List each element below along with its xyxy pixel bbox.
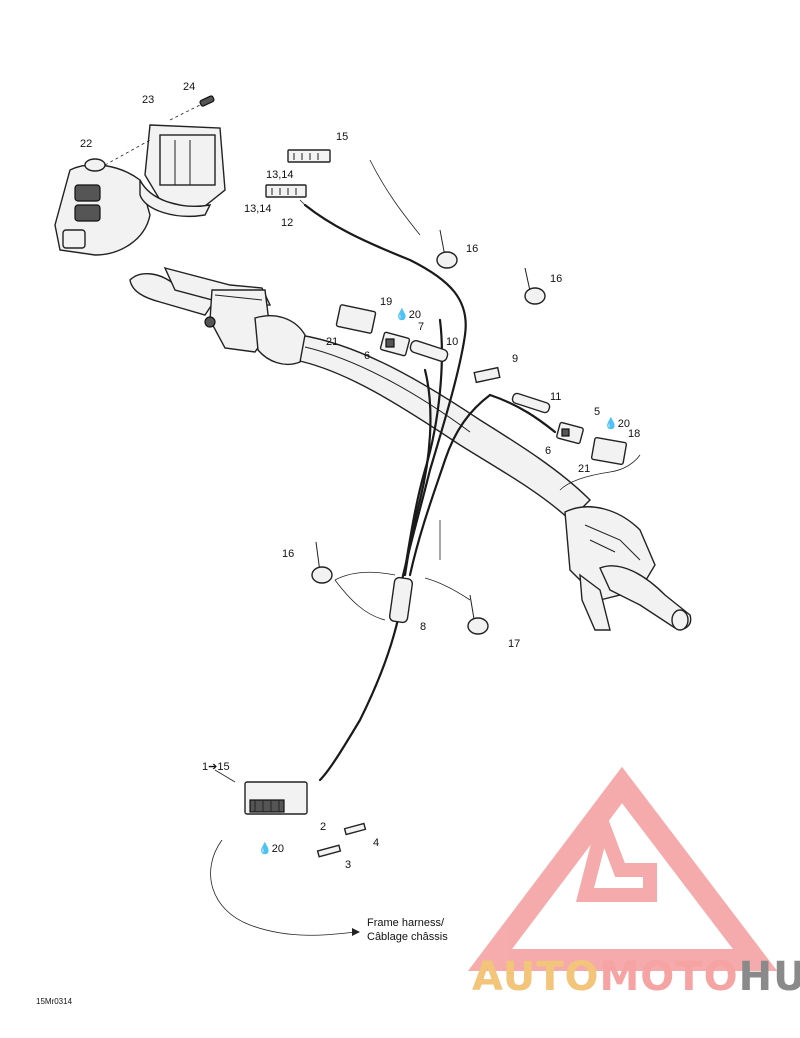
callout-16-a: 16 xyxy=(466,243,478,255)
callout-21-a: 21 xyxy=(326,336,338,348)
connector-7 xyxy=(379,331,411,357)
cable-tie-17 xyxy=(467,594,489,635)
callout-15: 15 xyxy=(336,131,348,143)
right-grip-assembly xyxy=(564,506,692,631)
sleeve-8 xyxy=(388,576,414,624)
callout-5: 5 xyxy=(594,406,600,418)
terminal-3 xyxy=(316,844,342,858)
callout-9: 9 xyxy=(512,353,518,365)
watermark-logo xyxy=(467,766,778,971)
callout-17: 17 xyxy=(508,638,520,650)
brake-lever-assembly xyxy=(129,266,306,366)
frame-harness-label-fr: Câblage châssis xyxy=(367,931,448,943)
callout-22: 22 xyxy=(80,138,92,150)
callout-20-c: 💧20 xyxy=(258,842,284,855)
cable-tie-16-top xyxy=(436,229,458,269)
sleeve-11 xyxy=(511,392,551,414)
main-connector-2 xyxy=(244,781,308,815)
callout-4: 4 xyxy=(373,837,379,849)
terminal-4 xyxy=(343,822,367,836)
callout-8: 8 xyxy=(420,621,426,633)
connector-18 xyxy=(590,437,628,465)
callout-3: 3 xyxy=(345,859,351,871)
callout-21-b: 21 xyxy=(578,463,590,475)
frame-harness-label: Frame harness/ xyxy=(367,917,445,929)
connector-19 xyxy=(335,304,377,334)
watermark-brand: AUTOMOTOHUB xyxy=(472,954,800,1000)
callout-24: 24 xyxy=(183,81,195,93)
callout-16-c: 16 xyxy=(282,548,294,560)
callout-2: 2 xyxy=(320,821,326,833)
connector-15 xyxy=(287,149,331,163)
callout-19: 19 xyxy=(380,296,392,308)
callout-20-b: 💧20 xyxy=(604,417,630,430)
callout-13-14-b: 13,14 xyxy=(244,203,272,215)
connector-12 xyxy=(265,184,307,198)
label-9 xyxy=(473,366,501,384)
callout-23: 23 xyxy=(142,94,154,106)
screw-24 xyxy=(199,95,215,107)
switch-housing-cover-23 xyxy=(139,124,226,217)
callout-7: 7 xyxy=(418,321,424,333)
callout-10: 10 xyxy=(446,336,458,348)
switch-housing-22 xyxy=(54,158,151,256)
callout-13-14-a: 13,14 xyxy=(266,169,294,181)
callout-18: 18 xyxy=(628,428,640,440)
cable-tie-16-right xyxy=(524,267,546,305)
connector-5 xyxy=(556,421,584,445)
callout-12: 12 xyxy=(281,217,293,229)
cable-tie-16-bottom xyxy=(311,541,333,584)
callout-6-b: 6 xyxy=(545,445,551,457)
sleeve-10 xyxy=(409,340,449,362)
figure-code: 15Mr0314 xyxy=(36,997,73,1006)
callout-16-b: 16 xyxy=(550,273,562,285)
callout-6-a: 6 xyxy=(364,350,370,362)
callout-20-a: 💧20 xyxy=(395,308,421,321)
callout-1-15: 1➔15 xyxy=(202,761,230,773)
callout-11: 11 xyxy=(550,391,561,403)
